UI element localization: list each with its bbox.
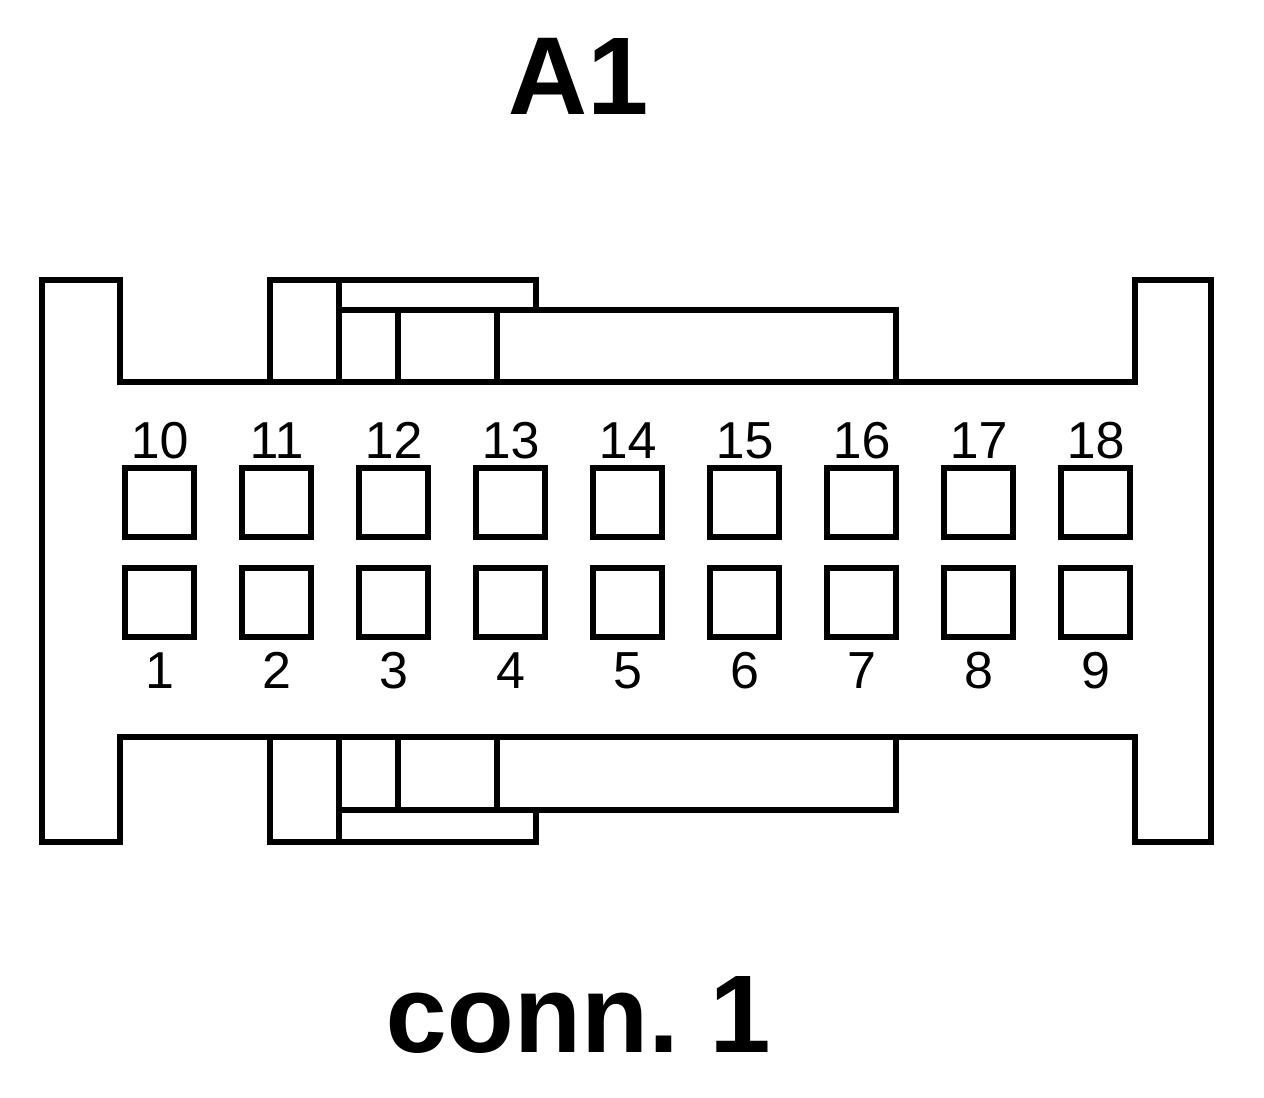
pin-cavity-7 [824, 565, 899, 640]
top-latch [267, 277, 899, 385]
pin-label-14: 14 [599, 412, 657, 470]
pin-label-15: 15 [716, 412, 774, 470]
connector-caption: conn. 1 [385, 953, 770, 1076]
pin-label-11: 11 [250, 412, 304, 470]
pin-label-13: 13 [482, 412, 540, 470]
pin-cavity-1 [122, 565, 197, 640]
pin-cavity-6 [707, 565, 782, 640]
pin-cavity-11 [239, 465, 314, 540]
pin-label-6: 6 [730, 642, 759, 700]
connector-housing-outline [39, 277, 1214, 845]
bottom-latch-outer [267, 737, 539, 845]
bottom-latch [267, 734, 899, 845]
pin-cavity-18 [1058, 465, 1133, 540]
pin-label-3: 3 [379, 642, 408, 700]
pin-cavity-2 [239, 565, 314, 640]
pin-label-7: 7 [847, 642, 876, 700]
top-latch-body [336, 307, 899, 385]
pin-cavity-14 [590, 465, 665, 540]
pin-label-16: 16 [833, 412, 891, 470]
pin-cavity-9 [1058, 565, 1133, 640]
pin-row-bottom: 1 2 3 4 5 6 7 8 9 [122, 565, 1133, 700]
pin-cavity-8 [941, 565, 1016, 640]
pin-label-12: 12 [365, 412, 423, 470]
pin-label-4: 4 [496, 642, 525, 700]
top-latch-outer [267, 277, 539, 382]
pin-label-18: 18 [1067, 412, 1125, 470]
connector-title: A1 [508, 15, 649, 138]
pin-label-9: 9 [1081, 642, 1110, 700]
pin-cavity-15 [707, 465, 782, 540]
pin-label-8: 8 [964, 642, 993, 700]
pin-cavity-5 [590, 565, 665, 640]
pin-label-1: 1 [145, 642, 174, 700]
pin-cavity-17 [941, 465, 1016, 540]
bottom-latch-body [336, 734, 899, 813]
pin-row-top: 10 11 12 13 14 15 16 17 18 [122, 412, 1133, 540]
pin-label-17: 17 [950, 412, 1008, 470]
pin-cavity-16 [824, 465, 899, 540]
pin-cavity-10 [122, 465, 197, 540]
pin-label-10: 10 [131, 412, 189, 470]
pin-label-5: 5 [613, 642, 642, 700]
pin-label-2: 2 [262, 642, 291, 700]
pin-cavity-3 [356, 565, 431, 640]
pin-cavity-12 [356, 465, 431, 540]
pin-cavity-4 [473, 565, 548, 640]
pin-cavity-13 [473, 465, 548, 540]
